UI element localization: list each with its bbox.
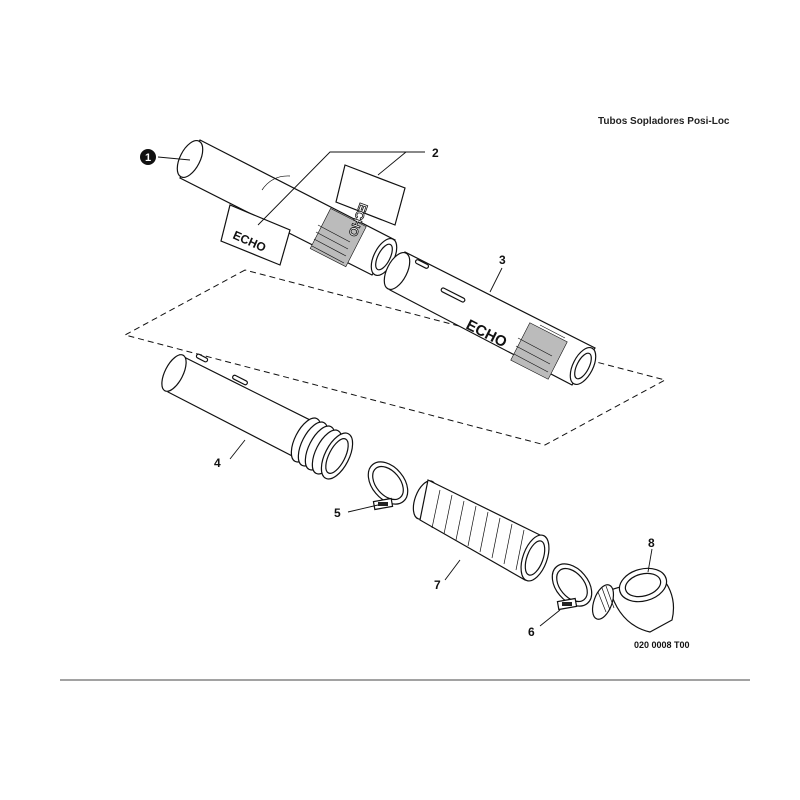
callout-2: 2 <box>432 146 439 160</box>
callout-3: 3 <box>499 253 506 267</box>
callout-4: 4 <box>214 456 221 470</box>
callout-6: 6 <box>528 625 535 639</box>
diagram-title: Tubos Sopladores Posi-Loc <box>598 116 730 127</box>
part-6-clamp <box>551 563 593 611</box>
leader-lines <box>157 151 653 627</box>
part-1-grip <box>309 208 367 268</box>
part-4-ribbed-end <box>290 417 354 480</box>
part-7-flex-hose <box>412 479 550 582</box>
part-8-elbow <box>591 567 675 633</box>
callout-5: 5 <box>334 506 341 520</box>
part-3-middle-tube: ECHO <box>383 251 597 386</box>
part-1-upper-tube <box>176 139 398 276</box>
part-5-clamp <box>367 461 409 511</box>
callout-1: 1 <box>140 149 156 165</box>
callout-8: 8 <box>648 536 655 550</box>
part-3-grip <box>510 322 568 380</box>
drawing-code: 020 0008 T00 <box>634 640 690 650</box>
callout-1-number: 1 <box>145 152 151 164</box>
callout-7: 7 <box>434 578 441 592</box>
part-4-lower-tube <box>161 353 354 480</box>
